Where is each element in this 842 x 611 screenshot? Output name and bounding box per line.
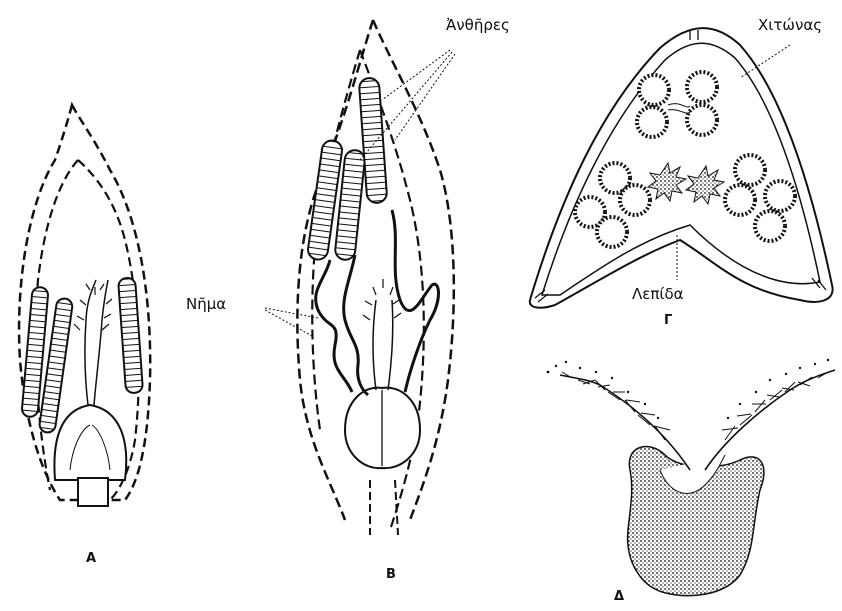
panel-b-label: Β bbox=[386, 568, 396, 581]
panel-a-label: Α bbox=[86, 552, 96, 565]
panel-c-label: Γ bbox=[664, 314, 672, 327]
scale-label: Λεπίδα bbox=[632, 287, 684, 302]
panel-b-floret bbox=[265, 20, 455, 535]
panel-d-pistil bbox=[547, 359, 835, 596]
panel-d-label: Δ bbox=[614, 590, 624, 603]
anthers-label: Ἀνθῆρες bbox=[446, 18, 510, 33]
coat-label: Χιτώνας bbox=[758, 18, 822, 33]
panel-a-floret bbox=[19, 105, 150, 506]
panel-c-cross-section bbox=[530, 28, 833, 308]
filament-label: Νῆμα bbox=[186, 297, 226, 312]
